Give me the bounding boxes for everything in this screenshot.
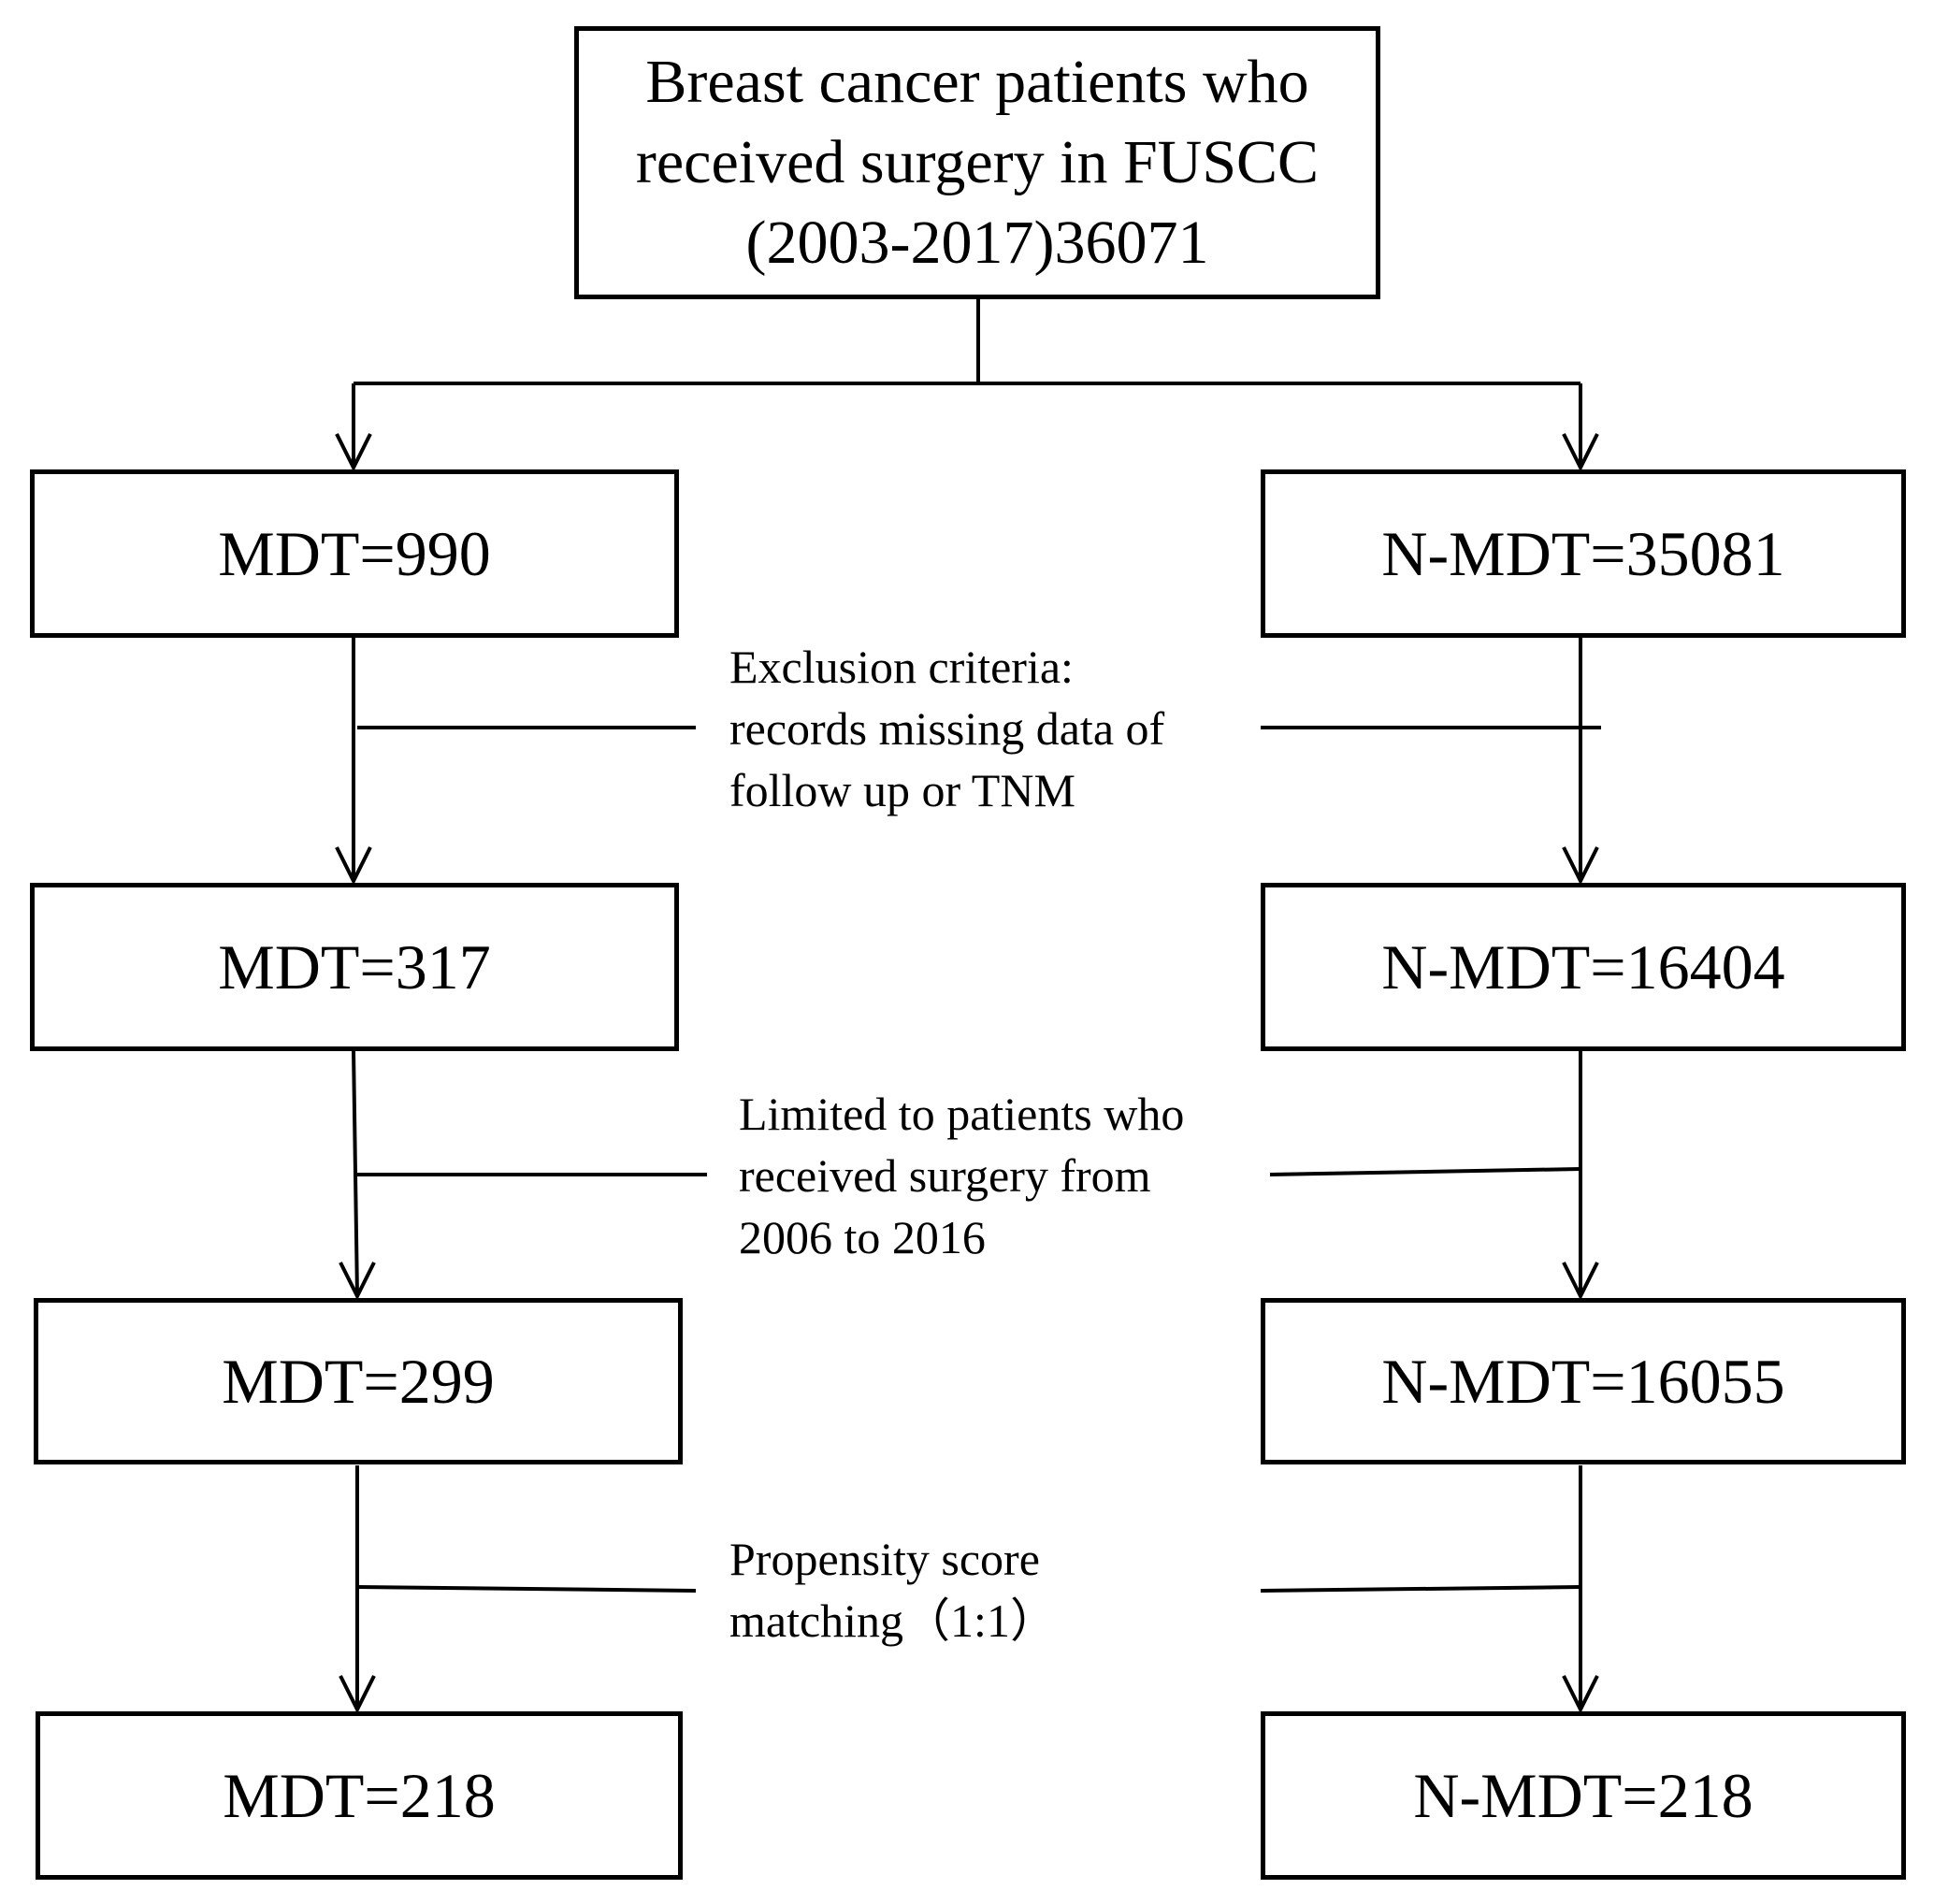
mdt-label-1: MDT=990 [218, 518, 491, 589]
note2-line-1: Limited to patients who [739, 1088, 1185, 1140]
cohort-line-3: (2003-2017)36071 [745, 209, 1209, 277]
mdt-box-3: MDT=299 [34, 1298, 683, 1464]
nmdt-label-2: N-MDT=16404 [1381, 931, 1785, 1002]
step3-right-tick [1260, 1585, 1581, 1593]
nmdt-label-1: N-MDT=35081 [1381, 518, 1785, 589]
nmdt-box-1: N-MDT=35081 [1261, 469, 1906, 638]
cohort-line-2: received surgery in FUSCC [635, 128, 1320, 196]
mdt-label-2: MDT=317 [218, 931, 491, 1002]
cohort-line-1: Breast cancer patients who [645, 48, 1309, 116]
note1-line-2: records missing data of [729, 702, 1165, 755]
note2-line-3: 2006 to 2016 [739, 1211, 986, 1263]
propensity-matching-note: Propensity score matching（1:1） [729, 1528, 1057, 1652]
mdt-label-3: MDT=299 [222, 1346, 495, 1417]
step3-left-tick [356, 1585, 697, 1593]
step2-right-tick [1269, 1167, 1581, 1176]
note3-line-1: Propensity score [729, 1533, 1040, 1585]
nmdt-box-3: N-MDT=16055 [1261, 1298, 1906, 1464]
mdt-box-2: MDT=317 [30, 883, 679, 1051]
cohort-box: Breast cancer patients who received surg… [574, 26, 1380, 299]
note1-line-3: follow up or TNM [729, 764, 1075, 816]
mdt-label-4: MDT=218 [223, 1760, 496, 1831]
mdt-box-4: MDT=218 [36, 1711, 683, 1880]
note2-line-2: received surgery from [739, 1149, 1151, 1202]
nmdt-box-2: N-MDT=16404 [1261, 883, 1906, 1051]
surgery-limit-note: Limited to patients who received surgery… [739, 1083, 1184, 1268]
note1-line-1: Exclusion criteria: [729, 641, 1074, 693]
note3-line-2: matching（1:1） [729, 1594, 1057, 1647]
mdt-box-1: MDT=990 [30, 469, 679, 638]
exclusion-criteria-note: Exclusion criteria: records missing data… [729, 636, 1164, 821]
nmdt-label-3: N-MDT=16055 [1381, 1346, 1785, 1417]
nmdt-label-4: N-MDT=218 [1413, 1760, 1754, 1831]
nmdt-box-4: N-MDT=218 [1261, 1711, 1906, 1880]
